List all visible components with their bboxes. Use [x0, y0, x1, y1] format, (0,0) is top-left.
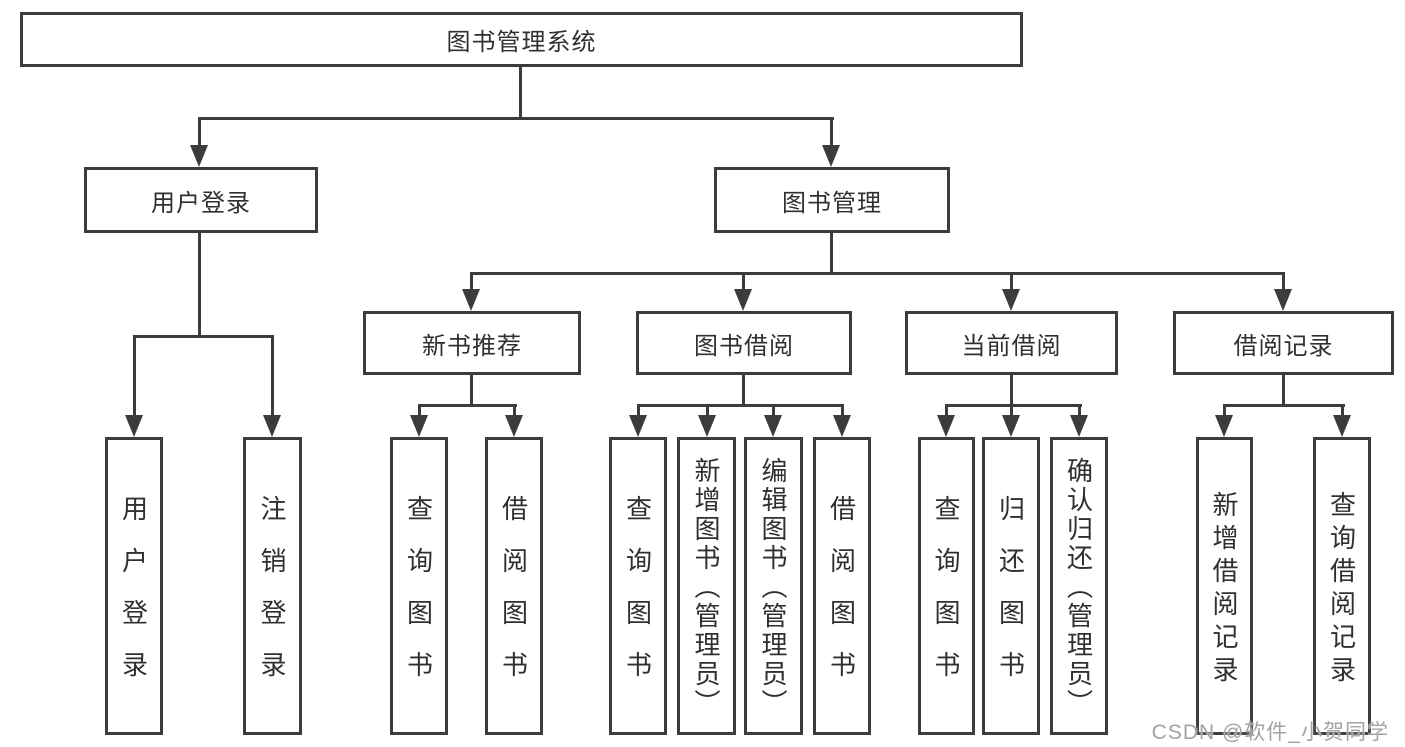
connector-to-book-borrow	[742, 273, 745, 291]
arrowhead-leaf	[505, 415, 523, 437]
node-root-label: 图书管理系统	[446, 29, 597, 56]
arrowhead-leaf	[698, 415, 716, 437]
connector-leaf-line	[1341, 406, 1344, 416]
leaf-label: 查询图书	[622, 495, 653, 703]
connector-to-leaf-user-login	[133, 336, 136, 416]
node-leaf-user-login: 用户登录	[105, 437, 163, 735]
arrowhead-leaf	[833, 415, 851, 437]
leaf-label: 查询借阅记录	[1326, 490, 1357, 689]
node-book-borrow-label: 图书借阅	[694, 332, 794, 360]
arrowhead-borrow-records	[1274, 289, 1292, 311]
arrowhead-leaf	[764, 415, 782, 437]
node-bb-edit: 编辑图书（管理员）	[744, 437, 803, 735]
node-bb-query: 查询图书	[609, 437, 667, 735]
node-nb-borrow: 借阅图书	[485, 437, 543, 735]
leaf-label: 注销登录	[257, 495, 287, 703]
connector-leaf-line	[772, 406, 775, 416]
arrowhead-leaf	[1333, 415, 1351, 437]
connector-root-stem	[519, 67, 522, 118]
node-new-books-label: 新书推荐	[422, 332, 522, 360]
arrowhead-leaf-user-login	[125, 415, 143, 437]
node-br-add: 新增借阅记录	[1196, 437, 1253, 735]
arrowhead-current-borrow	[1002, 289, 1020, 311]
leaf-label: 归还图书	[995, 495, 1026, 703]
node-root: 图书管理系统	[20, 12, 1023, 67]
node-current-borrow-label: 当前借阅	[961, 332, 1062, 360]
connector-leaf-line	[706, 406, 709, 416]
arrowhead-leaf	[629, 415, 647, 437]
connector-current-borrow-elbow	[945, 404, 1082, 407]
leaf-label: 用户登录	[118, 495, 149, 703]
node-book-mgmt-label: 图书管理	[782, 189, 882, 217]
connector-user-login-stem	[198, 233, 201, 336]
arrowhead-leaf	[937, 415, 955, 437]
connector-to-new-books	[470, 273, 473, 291]
arrowhead-leaf	[1215, 415, 1233, 437]
connector-to-borrow-records	[1282, 273, 1285, 291]
node-book-mgmt: 图书管理	[714, 167, 950, 233]
connector-leaf-line	[1078, 406, 1081, 416]
arrowhead-user-login	[190, 145, 208, 167]
leaf-label: 查询图书	[931, 495, 961, 703]
arrowhead-leaf	[1070, 415, 1088, 437]
connector-to-book-mgmt	[830, 118, 833, 148]
node-cb-return: 归还图书	[982, 437, 1040, 735]
arrowhead-new-books	[462, 289, 480, 311]
connector-book-mgmt-stem	[830, 233, 833, 273]
connector-to-current-borrow	[1010, 273, 1013, 291]
connector-leaf-line	[945, 406, 948, 416]
connector-to-leaf-logout	[271, 336, 274, 416]
node-nb-query: 查询图书	[390, 437, 448, 735]
arrowhead-leaf-logout	[263, 415, 281, 437]
node-cb-query: 查询图书	[918, 437, 975, 735]
connector-current-borrow-stem	[1010, 375, 1013, 406]
node-cb-confirm: 确认归还（管理员）	[1050, 437, 1108, 735]
connector-borrow-records-stem	[1282, 375, 1285, 406]
node-borrow-records-label: 借阅记录	[1233, 332, 1334, 360]
csdn-watermark: CSDN @软件_小贺同学	[1151, 721, 1389, 744]
node-user-login-label: 用户登录	[151, 189, 251, 217]
node-leaf-logout: 注销登录	[243, 437, 302, 735]
leaf-label: 新增借阅记录	[1209, 490, 1239, 689]
arrowhead-book-borrow	[734, 289, 752, 311]
node-book-borrow: 图书借阅	[636, 311, 852, 375]
connector-level1-elbow	[198, 117, 834, 120]
connector-new-books-elbow	[418, 404, 517, 407]
leaf-label: 确认归还（管理员）	[1063, 457, 1094, 718]
connector-borrow-records-elbow	[1223, 404, 1345, 407]
connector-to-user-login	[198, 118, 201, 148]
node-bb-add: 新增图书（管理员）	[677, 437, 736, 735]
node-br-query: 查询借阅记录	[1313, 437, 1371, 735]
arrowhead-leaf	[1002, 415, 1020, 437]
connector-leaf-line	[418, 406, 421, 416]
connector-user-login-elbow	[133, 335, 274, 338]
connector-book-borrow-elbow	[637, 404, 844, 407]
connector-leaf-line	[637, 406, 640, 416]
node-user-login: 用户登录	[84, 167, 318, 233]
leaf-label: 编辑图书（管理员）	[758, 457, 788, 718]
arrowhead-leaf	[410, 415, 428, 437]
node-new-books: 新书推荐	[363, 311, 581, 375]
node-borrow-records: 借阅记录	[1173, 311, 1394, 375]
connector-level2-elbow	[470, 272, 1285, 275]
leaf-label: 借阅图书	[826, 495, 857, 703]
connector-leaf-line	[1223, 406, 1226, 416]
leaf-label: 借阅图书	[498, 495, 529, 703]
leaf-label: 新增图书（管理员）	[691, 457, 721, 718]
connector-book-borrow-stem	[742, 375, 745, 406]
connector-leaf-line	[1010, 406, 1013, 416]
connector-leaf-line	[513, 406, 516, 416]
arrowhead-book-mgmt	[822, 145, 840, 167]
node-current-borrow: 当前借阅	[905, 311, 1118, 375]
connector-leaf-line	[841, 406, 844, 416]
leaf-label: 查询图书	[403, 495, 434, 703]
node-bb-borrow: 借阅图书	[813, 437, 871, 735]
connector-new-books-stem	[470, 375, 473, 406]
